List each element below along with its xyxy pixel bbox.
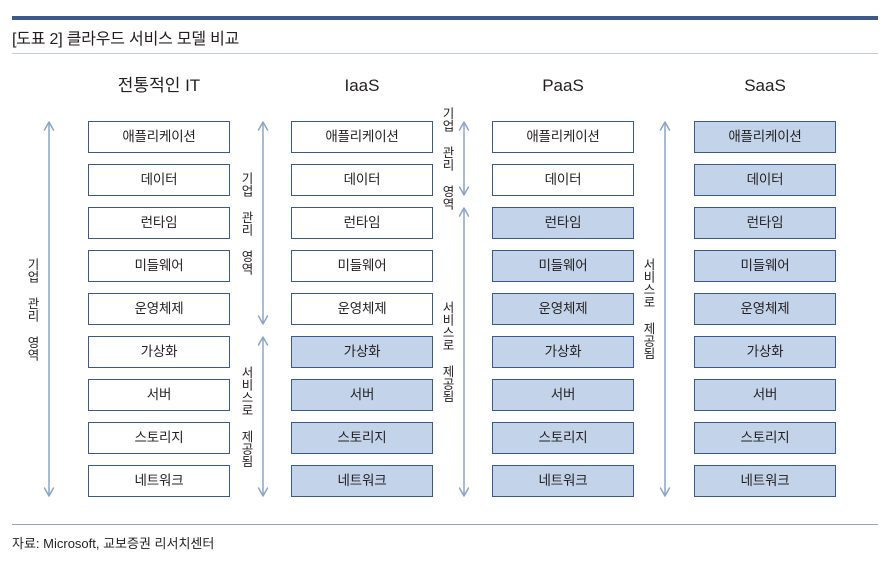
footer-rule — [12, 524, 878, 525]
layer-box-paas-2[interactable]: 런타임 — [492, 207, 634, 239]
double-arrow-icon — [458, 207, 470, 497]
layer-box-saas-4[interactable]: 운영체제 — [694, 293, 836, 325]
layer-box-iaas-7[interactable]: 스토리지 — [291, 422, 433, 454]
column-header-traditional-it: 전통적인 IT — [117, 76, 201, 95]
layer-box-paas-1[interactable]: 데이터 — [492, 164, 634, 196]
double-arrow-icon — [659, 121, 671, 497]
layer-box-traditional-it-5[interactable]: 가상화 — [88, 336, 230, 368]
layer-box-iaas-2[interactable]: 런타임 — [291, 207, 433, 239]
layer-box-paas-7[interactable]: 스토리지 — [492, 422, 634, 454]
column-header-paas: PaaS — [542, 76, 584, 95]
layer-box-iaas-1[interactable]: 데이터 — [291, 164, 433, 196]
title-rule — [12, 53, 878, 54]
layer-box-saas-1[interactable]: 데이터 — [694, 164, 836, 196]
double-arrow-icon — [43, 121, 55, 497]
layer-box-traditional-it-6[interactable]: 서버 — [88, 379, 230, 411]
layer-box-traditional-it-2[interactable]: 런타임 — [88, 207, 230, 239]
layer-box-iaas-0[interactable]: 애플리케이션 — [291, 121, 433, 153]
layer-box-traditional-it-7[interactable]: 스토리지 — [88, 422, 230, 454]
layer-box-iaas-4[interactable]: 운영체제 — [291, 293, 433, 325]
layer-box-paas-4[interactable]: 운영체제 — [492, 293, 634, 325]
layer-box-paas-8[interactable]: 네트워크 — [492, 465, 634, 497]
column-header-saas: SaaS — [744, 76, 786, 95]
layer-box-traditional-it-0[interactable]: 애플리케이션 — [88, 121, 230, 153]
layer-box-traditional-it-1[interactable]: 데이터 — [88, 164, 230, 196]
layer-box-saas-7[interactable]: 스토리지 — [694, 422, 836, 454]
layer-box-traditional-it-3[interactable]: 미들웨어 — [88, 250, 230, 282]
layer-box-traditional-it-8[interactable]: 네트워크 — [88, 465, 230, 497]
column-header-iaas: IaaS — [344, 76, 380, 95]
layer-box-iaas-8[interactable]: 네트워크 — [291, 465, 433, 497]
arrow-paas-service-label: 서비스로 제공됨 — [440, 301, 454, 403]
title-bar: [도표 2] 클라우드 서비스 모델 비교 — [12, 22, 878, 52]
layer-box-saas-2[interactable]: 런타임 — [694, 207, 836, 239]
layer-box-saas-8[interactable]: 네트워크 — [694, 465, 836, 497]
arrow-iaas-service-label: 서비스로 제공됨 — [239, 365, 253, 468]
arrow-traditional-managed-label: 기업 관리 영역 — [25, 257, 39, 361]
layer-box-saas-5[interactable]: 가상화 — [694, 336, 836, 368]
page-title: [도표 2] 클라우드 서비스 모델 비교 — [12, 31, 240, 48]
layer-box-iaas-5[interactable]: 가상화 — [291, 336, 433, 368]
layer-box-saas-3[interactable]: 미들웨어 — [694, 250, 836, 282]
layer-box-saas-6[interactable]: 서버 — [694, 379, 836, 411]
arrow-saas-service-label: 서비스로 제공됨 — [641, 258, 655, 360]
layer-box-iaas-3[interactable]: 미들웨어 — [291, 250, 433, 282]
double-arrow-icon — [257, 121, 269, 325]
layer-box-paas-3[interactable]: 미들웨어 — [492, 250, 634, 282]
arrow-paas-managed-label: 기업 관리 영역 — [440, 107, 454, 210]
layer-box-saas-0[interactable]: 애플리케이션 — [694, 121, 836, 153]
top-rule — [12, 16, 878, 20]
double-arrow-icon — [458, 121, 470, 196]
source-note: 자료: Microsoft, 교보증권 리서치센터 — [12, 536, 215, 551]
layer-box-traditional-it-4[interactable]: 운영체제 — [88, 293, 230, 325]
layer-box-paas-5[interactable]: 가상화 — [492, 336, 634, 368]
arrow-iaas-managed-label: 기업 관리 영역 — [239, 171, 253, 275]
double-arrow-icon — [257, 336, 269, 497]
layer-box-paas-6[interactable]: 서버 — [492, 379, 634, 411]
layer-box-iaas-6[interactable]: 서버 — [291, 379, 433, 411]
layer-box-paas-0[interactable]: 애플리케이션 — [492, 121, 634, 153]
